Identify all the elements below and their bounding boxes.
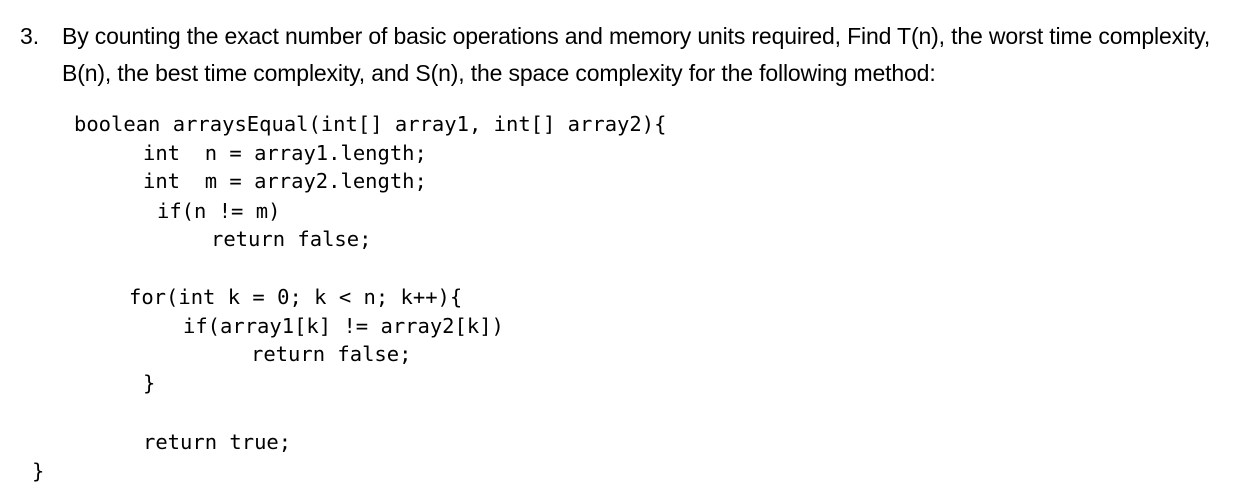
question-number: 3. (20, 23, 40, 49)
question-text: By counting the exact number of basic op… (62, 23, 1211, 86)
code-line-if-compare: if(array1[k] != array2[k]) (183, 314, 504, 338)
code-line-return-false-1: return false; (211, 227, 372, 251)
code-line-if-length: if(n != m) (157, 199, 281, 223)
code-line-method-close: } (32, 459, 45, 483)
code-line-for-loop: for(int k = 0; k < n; k++){ (129, 285, 463, 309)
code-line-return-false-2: return false; (251, 342, 412, 366)
question: 3. By counting the exact number of basic… (20, 18, 1250, 92)
code-line-return-true: return true; (143, 430, 292, 454)
code-line-n-decl: int n = array1.length; (143, 141, 427, 165)
code-line-loop-close: } (143, 371, 156, 395)
code-line-signature: boolean arraysEqual(int[] array1, int[] … (74, 112, 667, 136)
code-line-m-decl: int m = array2.length; (143, 169, 427, 193)
